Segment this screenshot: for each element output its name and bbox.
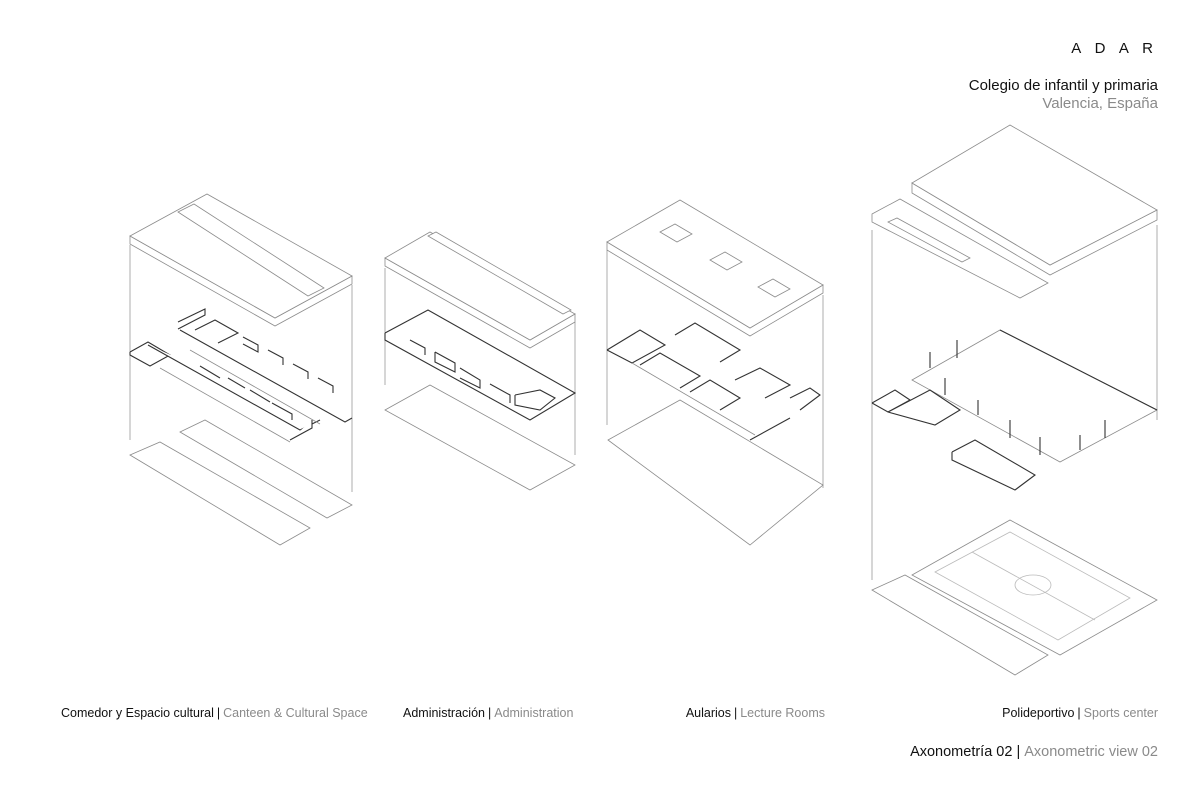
skylight bbox=[709, 251, 743, 271]
caption-en: Sports center bbox=[1083, 706, 1158, 720]
project-location: Valencia, España bbox=[1042, 95, 1158, 112]
administration-axonometric bbox=[384, 231, 577, 491]
drawing-title-en: Axonometric view 02 bbox=[1024, 744, 1158, 760]
caption-es: Polideportivo bbox=[1002, 706, 1075, 720]
lecture-rooms-axonometric bbox=[606, 199, 824, 546]
canteen-slab-upper bbox=[179, 419, 353, 519]
caption-administration: Administración|Administration bbox=[403, 706, 573, 720]
drawing-title: Axonometría 02|Axonometric view 02 bbox=[910, 744, 1158, 760]
sports-center-roof bbox=[911, 124, 1158, 266]
caption-es: Administración bbox=[403, 706, 485, 720]
caption-es: Comedor y Espacio cultural bbox=[61, 706, 214, 720]
canteen-slab-lower bbox=[129, 441, 311, 546]
sports-center-floor-plan bbox=[871, 329, 1158, 491]
sports-center-axonometric bbox=[871, 124, 1158, 676]
caption-canteen: Comedor y Espacio cultural|Canteen & Cul… bbox=[61, 706, 368, 720]
skylight bbox=[659, 223, 693, 243]
drawing-title-separator: | bbox=[1016, 744, 1021, 760]
brand-logo: A D A R bbox=[1071, 40, 1158, 57]
caption-separator: | bbox=[733, 706, 738, 720]
drawing-title-es: Axonometría 02 bbox=[910, 744, 1013, 760]
lecture-rooms-slab bbox=[607, 399, 824, 546]
project-title: Colegio de infantil y primaria bbox=[968, 77, 1158, 94]
canteen-floor-plan bbox=[129, 308, 353, 443]
caption-en: Canteen & Cultural Space bbox=[223, 706, 368, 720]
administration-floor-plan bbox=[384, 309, 577, 421]
sports-court bbox=[911, 519, 1158, 656]
caption-en: Lecture Rooms bbox=[740, 706, 825, 720]
caption-es: Aularios bbox=[685, 706, 731, 720]
caption-sports-center: Polideportivo|Sports center bbox=[1002, 706, 1158, 720]
caption-separator: | bbox=[1077, 706, 1081, 720]
administration-roof bbox=[384, 231, 576, 341]
sports-center-slab bbox=[871, 574, 1049, 676]
caption-separator: | bbox=[487, 706, 492, 720]
caption-lecture-rooms: Aularios|Lecture Rooms bbox=[686, 706, 825, 720]
caption-en: Administration bbox=[494, 706, 574, 720]
skylight bbox=[757, 278, 791, 298]
canteen-axonometric bbox=[129, 193, 353, 546]
administration-slab bbox=[384, 384, 576, 491]
lecture-rooms-floor-plan bbox=[606, 322, 821, 441]
caption-separator: | bbox=[216, 706, 221, 720]
